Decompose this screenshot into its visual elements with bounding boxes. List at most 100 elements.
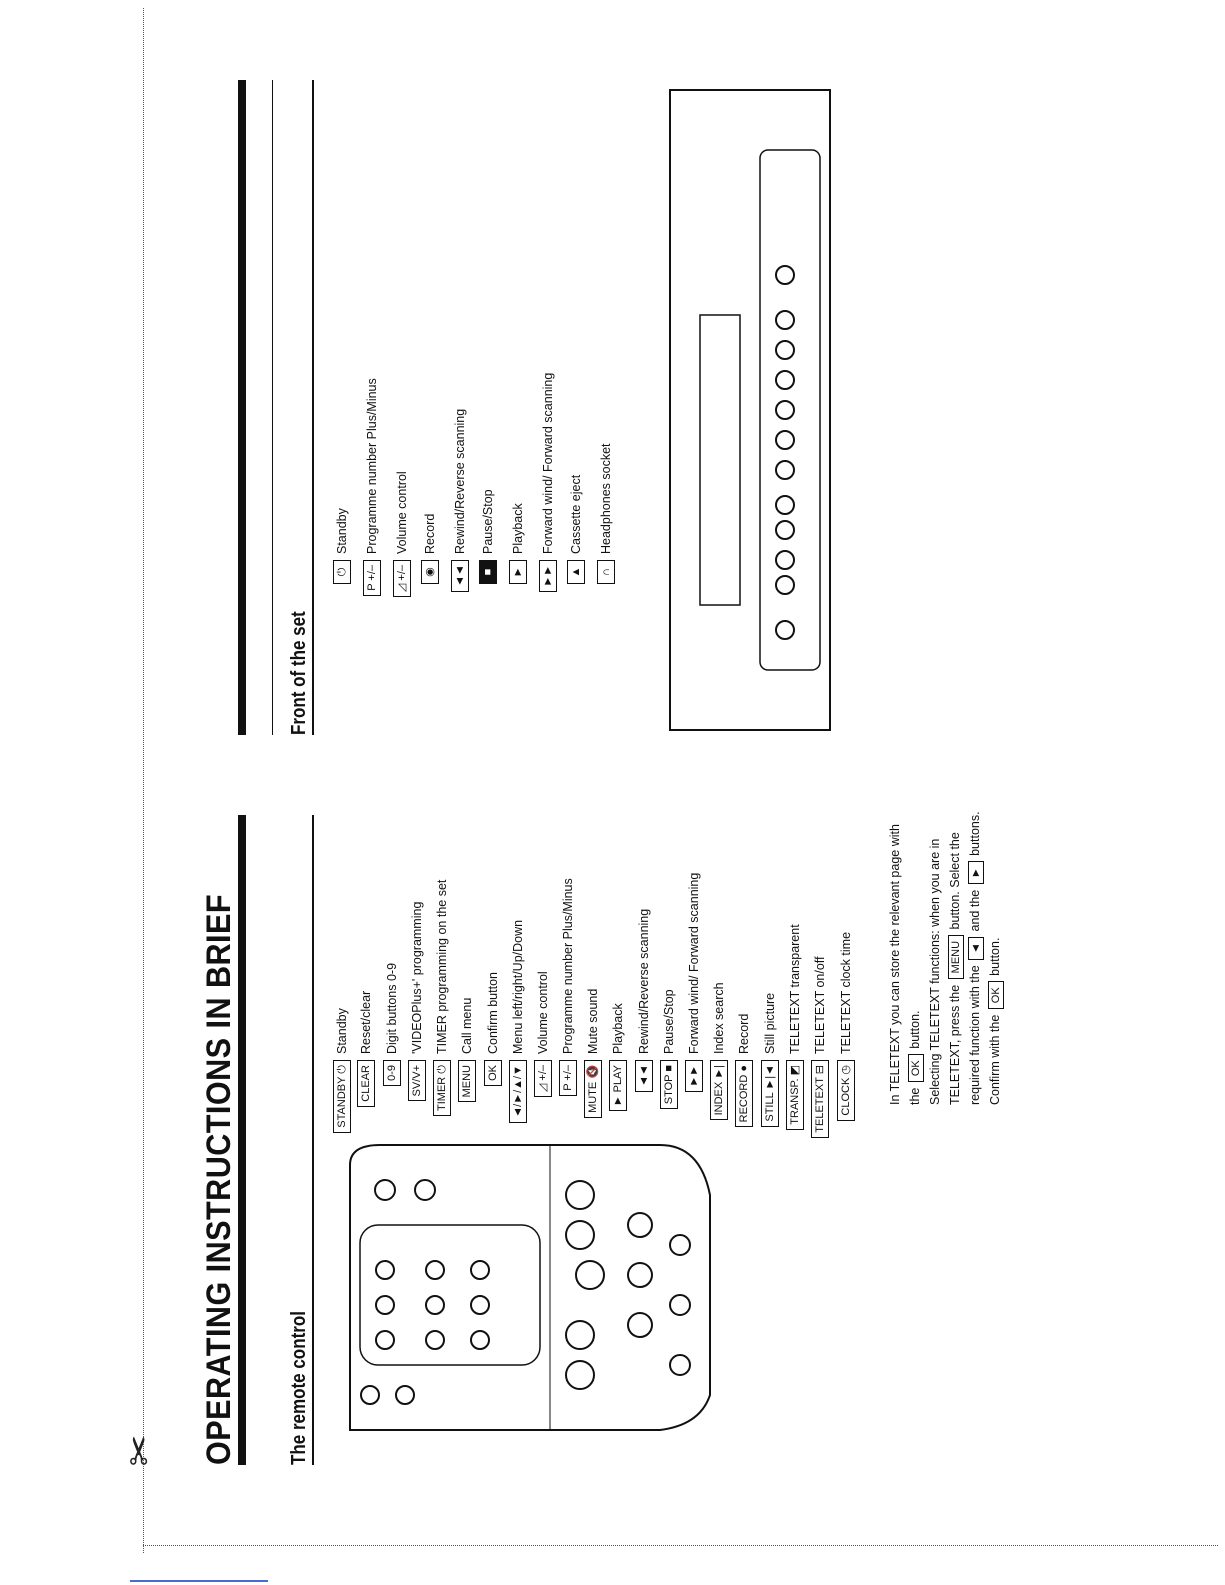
front-key: ■	[479, 560, 497, 584]
vcr-front-illustration	[669, 89, 831, 731]
rule-right-thick	[238, 80, 246, 735]
legend-key: MUTE 🔇	[584, 1060, 602, 1118]
front-desc: Playback	[511, 503, 525, 554]
front-row: ▲Cassette eject	[566, 475, 586, 610]
legend-key: P +/–	[559, 1060, 577, 1096]
cut-line-vertical	[143, 8, 144, 1553]
front-desc: Volume control	[395, 471, 409, 554]
legend-key: ►►	[685, 1060, 703, 1092]
legend-row: ◄/►/▲/▼ Menu left/right/Up/Down	[508, 920, 528, 1170]
front-row: ◿ +/– Volume control	[392, 471, 412, 610]
legend-desc: Programme number Plus/Minus	[561, 878, 575, 1054]
legend-key: MENU	[458, 1060, 476, 1103]
front-row: P +/– Programme number Plus/Minus	[362, 378, 382, 610]
legend-key: CLOCK ◷	[837, 1060, 855, 1121]
front-desc: Headphones socket	[599, 443, 613, 555]
note-key: ◄	[968, 936, 984, 960]
legend-key: STANDBY ⏻	[333, 1060, 351, 1133]
note-key: MENU	[948, 934, 964, 980]
cut-line-horizontal	[143, 1545, 1218, 1546]
legend-desc: Volume control	[536, 971, 550, 1054]
legend-desc: Menu left/right/Up/Down	[511, 919, 525, 1054]
note-text: Confirm with the	[988, 1014, 1002, 1105]
legend-desc: TIMER programming on the set	[435, 879, 449, 1054]
legend-key: INDEX ►|	[710, 1060, 728, 1121]
page-title: OPERATING INSTRUCTIONS IN BRIEF	[200, 893, 238, 1465]
front-row: ◉ Record	[420, 514, 440, 610]
legend-desc: TELETEXT on/off	[813, 956, 827, 1054]
legend-desc: Rewind/Reverse scanning	[637, 908, 651, 1054]
legend-row: ►► Forward wind/ Forward scanning	[684, 873, 704, 1170]
legend-desc: Call menu	[460, 997, 474, 1054]
legend-desc: Digit buttons 0-9	[385, 962, 399, 1054]
legend-row: P +/– Programme number Plus/Minus	[558, 878, 578, 1170]
legend-desc: Confirm button	[486, 972, 500, 1054]
legend-key: TRANSP. ◩	[786, 1060, 804, 1130]
rule-left-thin	[312, 815, 314, 1465]
front-row: ◄◄ Rewind/Reverse scanning	[450, 409, 470, 610]
legend-key: CLEAR	[357, 1060, 375, 1107]
note-paragraph: In TELETEXT you can store the relevant p…	[885, 805, 925, 1105]
legend-desc: TELETEXT clock time	[839, 931, 853, 1054]
front-row: ►► Forward wind/ Forward scanning	[538, 373, 558, 610]
front-key: ►	[509, 560, 527, 584]
legend-key: RECORD ●	[735, 1060, 753, 1128]
remote-control-illustration	[349, 1144, 711, 1431]
teletext-note: In TELETEXT you can store the relevant p…	[885, 805, 1005, 1105]
front-key: ◿ +/–	[393, 560, 411, 598]
page-marker	[130, 1580, 268, 1582]
legend-desc: Standby	[335, 1008, 349, 1054]
front-desc: Pause/Stop	[481, 489, 495, 554]
front-key: P +/–	[363, 560, 381, 596]
rule-right-thin	[312, 80, 314, 735]
legend-key: TIMER ⏻	[433, 1060, 451, 1116]
front-section-title: Front of the set	[288, 611, 310, 735]
legend-key: ◿ +/–	[534, 1060, 552, 1098]
note-paragraph: Confirm with the OK button.	[985, 805, 1005, 1105]
front-row: ⏻ Standby	[332, 508, 352, 610]
front-desc: Forward wind/ Forward scanning	[541, 372, 555, 554]
legend-desc: Playback	[611, 1003, 625, 1054]
legend-desc: Mute sound	[586, 988, 600, 1054]
legend-key: ◄◄	[635, 1060, 653, 1092]
front-desc: Rewind/Reverse scanning	[453, 408, 467, 554]
note-key: ►	[968, 861, 984, 885]
legend-desc: Still picture	[763, 992, 777, 1054]
rule-right-top	[272, 80, 273, 735]
legend-key: STILL ►|◄	[761, 1060, 779, 1127]
note-text: button.	[988, 937, 1002, 976]
legend-row: ◄◄ Rewind/Reverse scanning	[634, 909, 654, 1170]
legend-key: SV/V+	[408, 1060, 426, 1102]
front-row: ∩ Headphones socket	[596, 444, 616, 611]
legend-row: TRANSP. ◩ TELETEXT transparent	[785, 924, 805, 1170]
legend-desc: Forward wind/ Forward scanning	[687, 872, 701, 1054]
front-key: ▲	[567, 560, 585, 584]
front-desc: Programme number Plus/Minus	[365, 378, 379, 554]
legend-row: TIMER ⏻ TIMER programming on the set	[432, 880, 452, 1170]
legend-key: ► PLAY	[609, 1060, 627, 1112]
front-key: ⏻	[333, 560, 351, 584]
note-text: and the	[968, 889, 982, 932]
remote-section-title: The remote control	[288, 1311, 310, 1465]
rule-left-thick	[238, 815, 246, 1465]
front-key: ◉	[421, 560, 439, 584]
legend-desc: Record	[737, 1013, 751, 1054]
legend-desc: Pause/Stop	[662, 989, 676, 1054]
front-key: ►►	[539, 560, 557, 592]
legend-key: ◄/►/▲/▼	[509, 1060, 527, 1123]
legend-key: OK	[484, 1060, 502, 1086]
note-paragraph: Selecting TELETEXT functions: when you a…	[925, 805, 985, 1105]
front-desc: Standby	[335, 508, 349, 554]
front-row: ■ Pause/Stop	[478, 489, 498, 610]
legend-row: SV/V+ 'VIDEOPlus+' programming	[407, 902, 427, 1170]
front-key: ∩	[597, 560, 615, 584]
note-text: button.	[908, 1010, 922, 1049]
legend-desc: TELETEXT transparent	[788, 924, 802, 1054]
note-text: buttons.	[968, 811, 982, 856]
legend-desc: Index search	[712, 982, 726, 1054]
front-desc: Record	[423, 513, 437, 554]
note-key: OK	[988, 981, 1004, 1010]
front-key: ◄◄	[451, 560, 469, 592]
legend-desc: 'VIDEOPlus+' programming	[410, 901, 424, 1054]
